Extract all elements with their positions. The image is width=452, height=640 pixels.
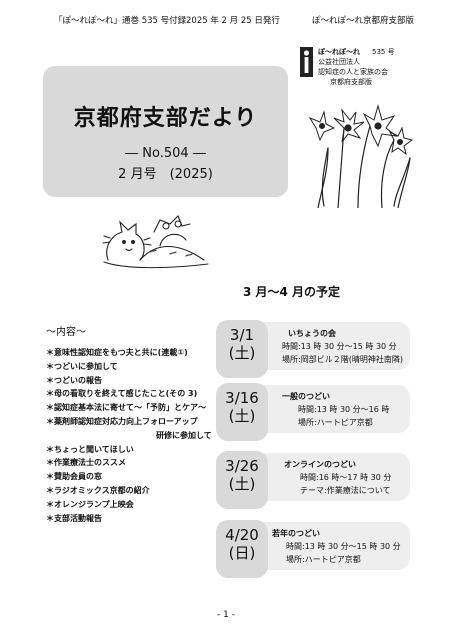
daffodil-illustration <box>308 104 414 208</box>
contents-item: ＊意味性認知症をもつ夫と共に(連載①) <box>46 348 188 357</box>
org-issue-number: 535 号 <box>372 48 395 56</box>
contents-item: ＊母の看取りを終えて感じたこと(その 3) <box>46 389 198 399</box>
org-magazine-name: ぽ～れぽ～れ <box>318 48 360 56</box>
event-date-box: 3/26 (土) <box>216 451 268 509</box>
contents-list: ＊意味性認知症をもつ夫と共に(連載①) ＊つどいに参加して ＊つどいの報告 ＊母… <box>46 346 212 525</box>
contents-item: ＊ちょっと聞いてほしい <box>46 444 134 454</box>
schedule-heading: 3 月～4 月の予定 <box>243 285 341 299</box>
org-branch: 京都府支部版 <box>330 78 372 86</box>
contents-item: ＊認知症基本法に寄せて～「予防」とケア～ <box>46 403 206 413</box>
event-date-box: 3/16 (土) <box>216 383 268 441</box>
event-date: 3/1 <box>229 326 255 344</box>
event-time: 時間:16 時～17 時 30 分 <box>300 473 392 482</box>
issue-number: ― No.504 ― <box>125 146 206 161</box>
contents-item: ＊賛助会員の窓 <box>46 472 102 482</box>
contents-item: ＊薬剤師認知症対応力向上フォローアップ <box>46 416 198 426</box>
contents-item: ＊つどいの報告 <box>46 375 102 385</box>
contents-heading: ～内容～ <box>46 327 86 338</box>
organization-logo-icon <box>300 47 313 77</box>
event-date-box: 4/20 (日) <box>216 520 268 578</box>
event-date-box: 3/1 (土) <box>216 320 268 378</box>
org-type: 公益社団法人 <box>318 58 360 66</box>
event-weekday: (土) <box>228 407 256 425</box>
event-place: 場所:岡部ビル２階(晴明神社南隣) <box>282 355 403 364</box>
event-title: オンラインのつどい <box>284 460 356 469</box>
newsletter-title: 京都府支部だより <box>73 106 258 131</box>
event-title: 一般のつどい <box>282 392 330 401</box>
contents-item: ＊つどいに参加して <box>46 361 118 371</box>
event-panel-young-onset: 若年のつどい 時間:13 時 30 分～15 時 30 分 場所:ハートピア京都 <box>242 522 410 570</box>
event-time: 時間:13 時 30 分～16 時 <box>298 405 390 414</box>
contents-item: ＊作業療法士のススメ <box>46 458 126 468</box>
event-place: 場所:ハートピア京都 <box>286 555 361 564</box>
contents-item: ＊ラジオミックス京都の紹介 <box>46 485 150 495</box>
header-edition: ぽ～れぽ～れ京都府支部版 <box>312 16 415 26</box>
contents-item-continuation: 研修に参加して <box>156 430 212 440</box>
contents-item: ＊支部活動報告 <box>46 513 102 523</box>
event-time: 時間:13 時 30 分～15 時 30 分 <box>282 342 397 351</box>
title-panel: 京都府支部だより ― No.504 ― 2 月号 (2025) <box>43 66 288 197</box>
header-publish-date: 2025 年 2 月 25 日発行 <box>186 16 280 26</box>
event-time: 時間:13 時 30 分～15 時 30 分 <box>286 542 401 551</box>
event-weekday: (土) <box>228 475 256 493</box>
event-theme: テーマ:作業療法について <box>300 486 391 495</box>
event-weekday: (土) <box>228 344 256 362</box>
org-name: 認知症の人と家族の会 <box>318 68 388 76</box>
event-date: 3/16 <box>225 389 259 407</box>
event-panel-ichou: いちょうの会 時間:13 時 30 分～15 時 30 分 場所:岡部ビル２階(… <box>242 322 410 370</box>
event-weekday: (日) <box>228 544 256 562</box>
event-title: 若年のつどい <box>272 529 320 538</box>
event-date: 3/26 <box>225 457 259 475</box>
header-supplement-note: 「ぽ～れぽ～れ」通巻 535 号付録 <box>54 16 187 26</box>
event-panel-online: オンラインのつどい 時間:16 時～17 時 30 分 テーマ:作業療法について <box>242 453 410 501</box>
page-number: - 1 - <box>217 610 235 620</box>
contents-item: ＊オレンジランプ上映会 <box>46 499 134 509</box>
event-title: いちょうの会 <box>288 329 336 338</box>
issue-month: 2 月号 (2025) <box>118 167 213 182</box>
sleeping-cat-illustration <box>102 215 209 269</box>
event-panel-general: 一般のつどい 時間:13 時 30 分～16 時 場所:ハートピア京都 <box>242 385 410 433</box>
event-place: 場所:ハートピア京都 <box>298 418 373 427</box>
event-date: 4/20 <box>225 526 259 544</box>
